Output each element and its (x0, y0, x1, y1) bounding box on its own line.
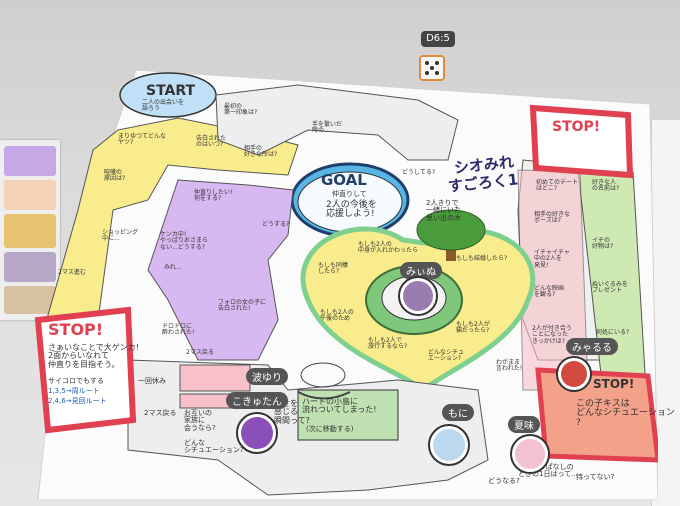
space: イチの 好物は? (592, 237, 614, 251)
space: 仲直りしたい! 何をする? (194, 189, 233, 203)
avatar (433, 429, 465, 461)
space: 2マス進む (58, 269, 86, 276)
space: 一回休み (138, 377, 166, 385)
space: 最初の 第一印象は? (224, 103, 258, 117)
space: ショッピング 中に... (102, 229, 139, 243)
space: 2マス戻る (144, 409, 177, 417)
space: 相手の好きな ポーズは? (534, 211, 571, 225)
stop-bottom-right-text: この子キスは どんなシチュエーション ? (576, 399, 675, 428)
heart-lake-text: ハートの小島に 流れついてしまった! (302, 397, 377, 415)
player-card[interactable] (4, 214, 56, 248)
space: 二人の出会いを 語ろう (142, 99, 185, 113)
tree-crown (416, 209, 486, 251)
player-card[interactable] (4, 252, 56, 282)
space: どうする? (262, 221, 290, 228)
player-tag[interactable]: こきゅたん (226, 392, 288, 409)
start-label: START (146, 83, 196, 99)
purple-path (147, 179, 294, 361)
player-token[interactable] (510, 434, 550, 474)
player-token[interactable] (236, 412, 278, 454)
space: 2マス戻る (186, 349, 214, 356)
space: ドロドロに 酔わされた! (162, 323, 195, 337)
space: もしも2人の 中身が入れかわったら (358, 241, 419, 255)
stop-right (529, 104, 634, 179)
dice-icon (419, 55, 445, 81)
space: お互いの 家族に 会うなら? (184, 409, 216, 432)
space: ケンカ中! やっぱりおさまら ない...どうする? (160, 231, 209, 251)
stop-bottom-right (535, 367, 658, 463)
space: 好きな人 の名前は? (592, 179, 620, 193)
avatar (403, 281, 433, 311)
goal-sub: 仲直りして (332, 190, 367, 198)
space: もしも2人の 午後のため (320, 309, 354, 323)
player-card[interactable] (4, 180, 56, 210)
space: ぬいぐるみを プレゼント (592, 281, 628, 295)
space: 喧嘩の 原因は? (104, 169, 126, 183)
space: どうなる? (488, 477, 520, 485)
player-tag[interactable]: みぃぬ (400, 262, 442, 279)
stop-left-route-even: 2,4,6→見回ルート (48, 397, 107, 405)
heart-lake-sub: (次に移動する) (306, 425, 354, 433)
space: どんな シチュエーション? (184, 439, 244, 455)
top-gray-path (215, 84, 459, 161)
stop-left (34, 306, 137, 434)
stop-left-route-odd: 1,3,5→周ルート (48, 387, 100, 395)
sugoroku-board: START GOAL 仲直りして 2人の今後を 応援しよう! シオみれ すごろく… (18, 60, 675, 500)
stop-right-title: STOP! (552, 119, 601, 135)
space: どんなシチュ エーション? (428, 349, 465, 363)
stop-bottom-right-title: STOP! (593, 377, 635, 391)
space: フォロの女の子に 告白された! (218, 299, 267, 313)
dice[interactable] (418, 52, 448, 82)
avatar (241, 417, 273, 449)
space: もしも同棲 したら? (318, 262, 349, 276)
stop-left-title: STOP! (48, 320, 104, 339)
player-card[interactable] (4, 146, 56, 176)
space: 何処にいる? (596, 329, 630, 336)
player-tag[interactable]: みゃるる (566, 338, 618, 355)
die-label: D6:5 (421, 31, 455, 47)
pink-space (179, 364, 251, 392)
tree-text: 2人きりで 一緒にいた 思い出の木 (426, 199, 461, 222)
player-token[interactable] (556, 356, 592, 392)
avatar (561, 361, 587, 387)
player-tag[interactable]: もに (442, 404, 474, 421)
space: どんな映画 を観る? (534, 285, 565, 299)
cat-sketch (300, 362, 346, 388)
space: 手を繋いだ 時の... (312, 121, 343, 135)
goal-text: 2人の今後を 応援しよう! (326, 200, 377, 220)
avatar (515, 439, 545, 469)
space: もしも2人が 猫だったら? (456, 321, 490, 335)
player-token[interactable] (428, 424, 470, 466)
space: みれ... (164, 264, 182, 271)
goal-label: GOAL (321, 171, 367, 189)
space: わがまま 言われた! (496, 359, 523, 373)
space: どうしてる? (402, 169, 436, 176)
space: イチャイチャ 中の2人を 発見! (534, 249, 570, 269)
player-tag[interactable]: 波ゆり (246, 368, 288, 385)
player-tag[interactable]: 夏味 (508, 416, 540, 433)
space: 2人が付き合う ことになった きっかけは? (532, 325, 572, 345)
space: もしも結婚したら? (456, 255, 508, 262)
player-card[interactable] (4, 286, 56, 314)
space: 持ってない? (576, 473, 615, 481)
space: まりゆつてどんな ヤツ? (118, 133, 167, 147)
stop-left-text: さぁいなことで大ゲンカ! 2面からいなれて 仲直りを目指そう。 (48, 343, 139, 369)
space: わわれっぱなしの ときの1日はって... (518, 463, 578, 479)
stop-left-route-title: サイコロでもする (48, 377, 104, 385)
player-card-tray (0, 140, 60, 320)
player-token[interactable] (398, 276, 438, 316)
space: もしも2人で 旅行するなら? (368, 337, 408, 351)
space: 告白された のはいつ? (196, 135, 227, 149)
space: 相手の 好きな所は? (244, 145, 278, 159)
boat-sketch (297, 391, 351, 400)
space: 初めてのデート はどこ? (536, 179, 579, 193)
